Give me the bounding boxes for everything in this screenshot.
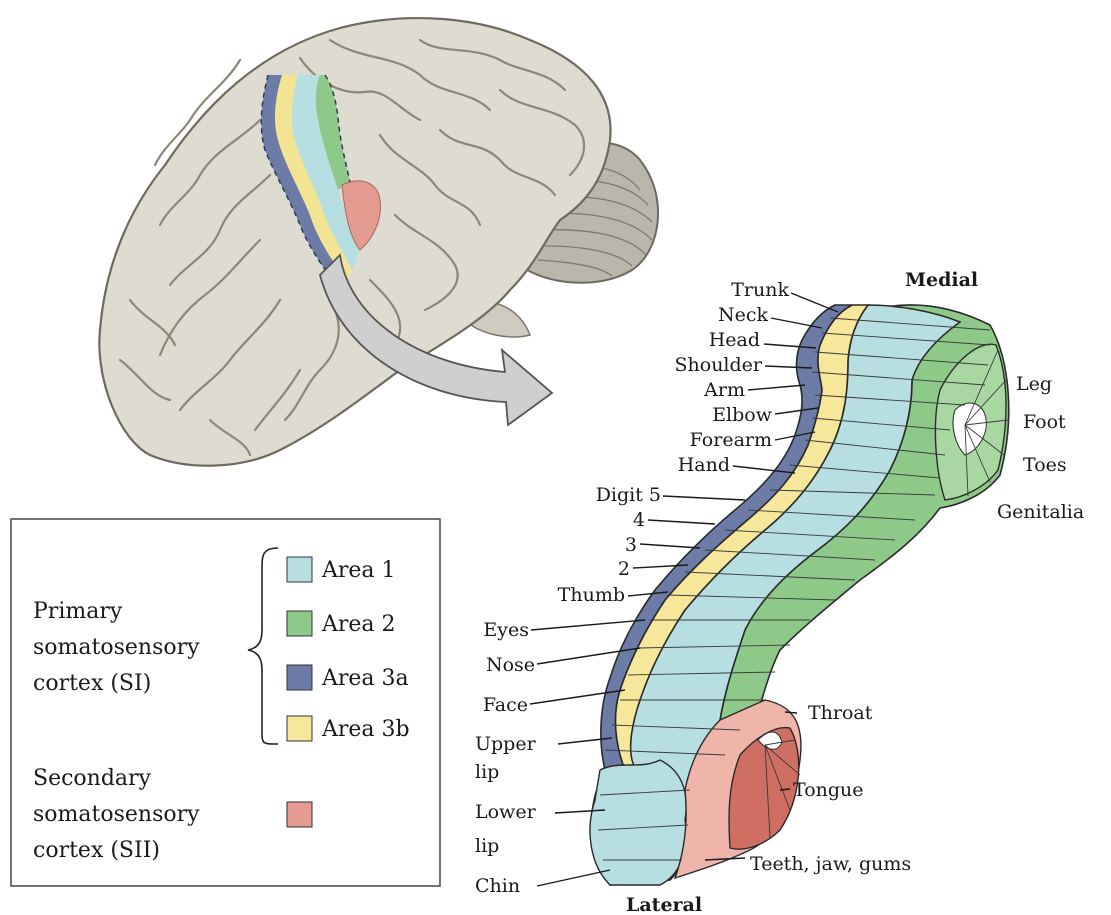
label-digit-4: 4 xyxy=(633,509,645,531)
strip-lip-region xyxy=(590,760,686,885)
legend: Primary somatosensory cortex (SI) Area 1… xyxy=(11,519,440,886)
label-eyes: Eyes xyxy=(483,619,529,641)
legend-primary-line2: somatosensory xyxy=(33,635,200,660)
label-lower-lip: lip xyxy=(475,835,499,857)
label-tongue: Tongue xyxy=(793,779,864,801)
label-elbow: Elbow xyxy=(712,404,773,426)
label-upper-lip: lip xyxy=(475,761,499,783)
label-neck: Neck xyxy=(718,304,769,326)
label-throat: Throat xyxy=(808,702,873,724)
label-teeth-jaw-gums: Teeth, jaw, gums xyxy=(750,853,911,875)
brain-illustration xyxy=(99,18,658,466)
legend-primary-line1: Primary xyxy=(33,599,123,624)
label-nose: Nose xyxy=(486,654,535,676)
label-lower: Lower xyxy=(475,801,537,823)
legend-secondary-line3: cortex (SII) xyxy=(33,838,160,863)
label-head: Head xyxy=(709,329,760,351)
legend-swatch-area-2 xyxy=(287,611,312,636)
label-forearm: Forearm xyxy=(690,429,772,451)
legend-label-area-3b: Area 3b xyxy=(321,717,410,742)
label-lateral: Lateral xyxy=(626,894,702,915)
label-toes: Toes xyxy=(1023,454,1067,476)
legend-swatch-area-3b xyxy=(287,716,312,741)
label-arm: Arm xyxy=(703,379,745,401)
legend-label-area-3a: Area 3a xyxy=(321,666,409,691)
label-genitalia: Genitalia xyxy=(997,501,1084,523)
legend-swatch-area-1 xyxy=(287,557,312,582)
legend-swatch-sii xyxy=(287,802,312,827)
label-digit-2: 2 xyxy=(618,558,630,580)
label-face: Face xyxy=(483,694,528,716)
label-shoulder: Shoulder xyxy=(675,354,763,376)
legend-secondary-line1: Secondary xyxy=(33,766,152,791)
label-thumb: Thumb xyxy=(558,584,625,606)
label-foot: Foot xyxy=(1023,411,1066,433)
legend-primary-line3: cortex (SI) xyxy=(33,671,151,696)
label-digit-3: 3 xyxy=(625,534,637,556)
label-digit-5: Digit 5 xyxy=(596,484,661,506)
label-leg: Leg xyxy=(1016,373,1052,395)
legend-secondary-line2: somatosensory xyxy=(33,802,200,827)
legend-label-area-1: Area 1 xyxy=(321,558,396,583)
label-trunk: Trunk xyxy=(731,279,789,301)
legend-label-area-2: Area 2 xyxy=(321,612,396,637)
label-medial: Medial xyxy=(905,269,978,291)
legend-swatch-area-3a xyxy=(287,665,312,690)
label-upper: Upper xyxy=(475,733,537,755)
label-chin: Chin xyxy=(475,875,520,897)
label-hand: Hand xyxy=(678,454,730,476)
